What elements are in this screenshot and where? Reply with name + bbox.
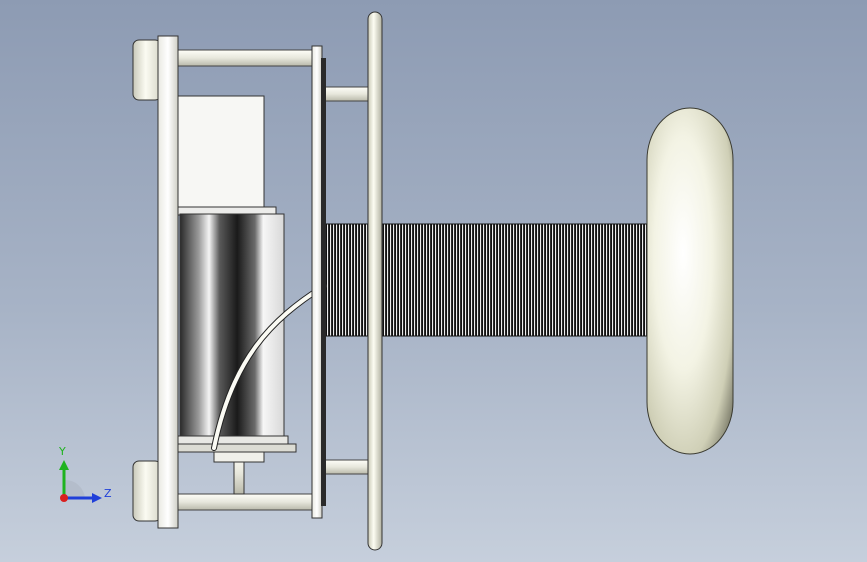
motor-housing: [177, 95, 265, 209]
motor-cylinder: [179, 213, 285, 437]
upper-tie-rod: [174, 49, 318, 67]
y-axis-label: Y: [58, 445, 66, 458]
motor-base-plate: [177, 443, 297, 453]
x-axis-dot-icon: [60, 494, 68, 502]
lower-disc-standoff: [317, 459, 375, 475]
motor-base-ring: [177, 435, 289, 445]
upper-disc-standoff: [317, 86, 375, 102]
flange-disc: [367, 11, 383, 551]
upper-foot: [132, 39, 162, 101]
shaft-collar: [213, 451, 265, 463]
end-knob: [646, 107, 734, 455]
right-mounting-plate: [311, 45, 323, 519]
left-mounting-plate: [157, 35, 179, 529]
lower-tie-rod: [174, 493, 318, 511]
lower-foot: [132, 460, 162, 522]
y-axis-arrow-icon: [59, 460, 69, 470]
axis-triad: Y Z: [58, 445, 112, 503]
z-axis-arrow-icon: [92, 493, 102, 503]
triad-plane-marker: [65, 479, 85, 498]
z-axis-label: Z: [104, 487, 112, 500]
